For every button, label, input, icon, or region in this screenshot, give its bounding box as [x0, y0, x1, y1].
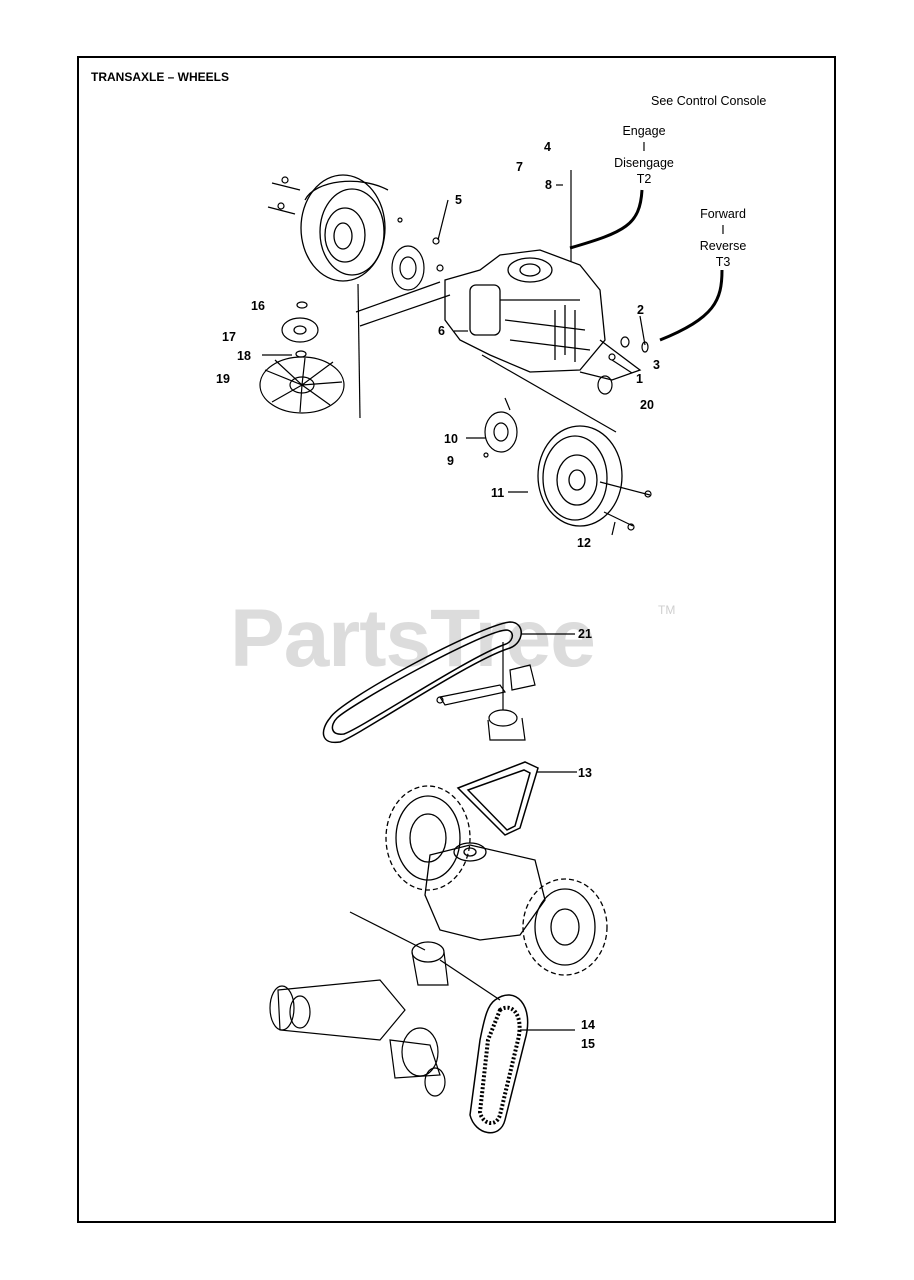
callout-11: 11: [491, 486, 505, 500]
engage-label: Engage: [622, 124, 666, 138]
partstree-watermark: PartsTree: [230, 593, 596, 684]
shaft-assembly: [269, 911, 446, 1097]
lower-transaxle-assembly: [385, 785, 608, 976]
callout-16: 16: [251, 299, 265, 313]
wheel-hub: [484, 411, 518, 453]
callout-1: 1: [636, 372, 643, 386]
idler-arm: [436, 664, 536, 706]
callout-12: 12: [577, 536, 591, 550]
callout-3: 3: [653, 358, 660, 372]
diagram-title: TRANSAXLE – WHEELS: [91, 70, 230, 84]
leader-1: [611, 359, 633, 374]
direction-separator: I: [721, 223, 725, 237]
callout-6: 6: [438, 324, 445, 338]
engage-separator: I: [642, 140, 646, 154]
leader-2: [639, 315, 646, 346]
callout-4: 4: [544, 140, 551, 154]
upper-transaxle: [444, 249, 642, 381]
diagram-frame: [77, 56, 836, 1223]
drive-belt-13: [456, 761, 539, 836]
drive-belt-21: [322, 621, 522, 744]
pulley-mount: [487, 709, 526, 741]
disengage-label: Disengage: [614, 156, 674, 170]
direction-cable: [659, 269, 724, 342]
callout-7: 7: [516, 160, 523, 174]
forward-label: Forward: [700, 207, 746, 221]
t3-label: T3: [715, 255, 731, 269]
leader-12: [611, 521, 616, 536]
leader-5: [437, 199, 449, 241]
engage-cable: [569, 189, 644, 250]
callout-10: 10: [444, 432, 458, 446]
filter-cylinder: [411, 941, 449, 986]
t2-label: T2: [636, 172, 652, 186]
callout-19: 19: [216, 372, 230, 386]
ribbed-belt: [469, 994, 529, 1134]
fan-pulley: [281, 301, 319, 358]
callout-8: 8: [545, 178, 552, 192]
see-control-console-note: See Control Console: [651, 94, 767, 108]
callout-18: 18: [237, 349, 251, 363]
reverse-label: Reverse: [699, 239, 747, 253]
callout-13: 13: [578, 766, 592, 780]
cooling-fan: [259, 356, 345, 414]
callout-21: 21: [578, 627, 592, 641]
callout-2: 2: [637, 303, 644, 317]
left-wheel: [300, 174, 389, 282]
callout-20: 20: [640, 398, 654, 412]
callout-5: 5: [455, 193, 462, 207]
right-wheel-upper: [537, 425, 623, 527]
hub-plate: [391, 245, 425, 291]
callout-9: 9: [447, 454, 454, 468]
callout-15: 15: [581, 1037, 595, 1051]
callout-17: 17: [222, 330, 236, 344]
watermark-trademark: TM: [658, 603, 676, 617]
callout-14: 14: [581, 1018, 595, 1032]
